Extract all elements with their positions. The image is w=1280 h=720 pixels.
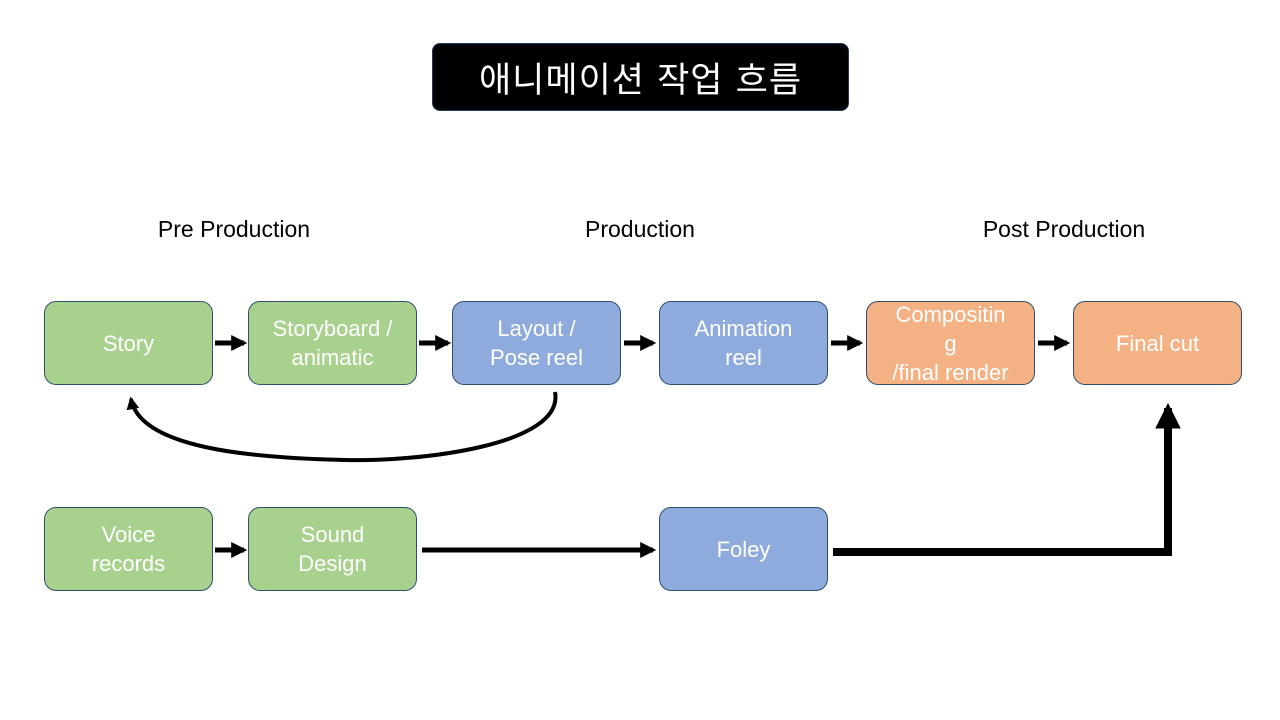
page-title-text: 애니메이션 작업 흐름: [478, 60, 803, 101]
phase-label-post-production: Post Production: [982, 216, 1146, 242]
node-foley: Foley: [659, 507, 828, 591]
node-voice-records: Voice records: [44, 507, 213, 591]
arrow-foley-to-final-cut: [833, 402, 1181, 556]
node-storyboard-label: Storyboard / animatic: [272, 316, 393, 370]
node-foley-label: Foley: [716, 536, 771, 562]
node-compositing-label: Compositin g /final render: [892, 301, 1009, 385]
node-layout-label: Layout / Pose reel: [490, 316, 583, 370]
node-story-label: Story: [102, 330, 155, 356]
node-sound-label: Sound Design: [298, 522, 367, 576]
node-compositing-final-render: Compositin g /final render: [866, 301, 1035, 385]
arrow-layout-back-to-story: [126, 391, 558, 463]
phase-label-pre-production: Pre Production: [157, 216, 311, 242]
page-title: 애니메이션 작업 흐름: [432, 43, 849, 111]
phase-label-production: Production: [585, 216, 695, 242]
node-voice-label: Voice records: [91, 522, 166, 576]
node-storyboard-animatic: Storyboard / animatic: [248, 301, 417, 385]
node-story: Story: [44, 301, 213, 385]
node-animation-reel: Animation reel: [659, 301, 828, 385]
node-sound-design: Sound Design: [248, 507, 417, 591]
node-final-cut: Final cut: [1073, 301, 1242, 385]
node-final-cut-label: Final cut: [1115, 330, 1200, 356]
node-layout-pose-reel: Layout / Pose reel: [452, 301, 621, 385]
node-animation-label: Animation reel: [694, 316, 793, 370]
